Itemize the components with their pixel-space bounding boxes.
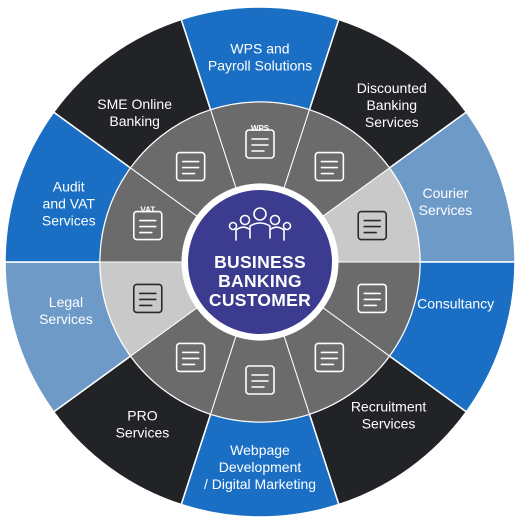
laptop-bank-icon: [175, 151, 206, 182]
segment-5-label-line-0: Webpage: [230, 442, 290, 458]
segment-9-label-line-1: Banking: [109, 113, 160, 129]
outer-ring: [4, 6, 516, 518]
segment-8-label-line-0: Audit: [53, 179, 85, 195]
segment-0-label-line-1: Payroll Solutions: [208, 58, 312, 74]
segment-2-label-line-1: Services: [419, 202, 473, 218]
segment-2-label-line-0: Courier: [423, 185, 469, 201]
vat-document-icon: VAT: [132, 206, 163, 241]
segment-7-label-line-1: Services: [39, 311, 93, 327]
segment-5-label-line-1: Development: [219, 459, 302, 475]
monitor-megaphone-icon: [245, 365, 275, 395]
segment-4-label-line-1: Services: [362, 416, 416, 432]
segment-5-label-line-2: / Digital Marketing: [204, 476, 316, 492]
center-title-line-2: BANKING: [218, 271, 302, 291]
segment-9-label-line-0: SME Online: [97, 96, 172, 112]
segment-8-label-line-2: Services: [42, 213, 96, 229]
graduate-head-icon: [175, 342, 206, 373]
segment-4-label-line-0: Recruitment: [351, 399, 427, 415]
customers-group-icon: [228, 207, 292, 241]
segment-7-label-line-0: Legal: [49, 294, 83, 310]
legal-document-icon: [132, 283, 163, 314]
segment-0-label-line-0: WPS and: [230, 41, 289, 57]
center-circle: [188, 190, 332, 334]
parcel-hand-icon: [357, 210, 388, 241]
segment-6-label-line-1: Services: [116, 424, 170, 440]
center-title-line-1: BUSINESS: [214, 252, 306, 272]
inner-ring: [99, 101, 421, 423]
vat-document-icon-text: VAT: [140, 206, 155, 215]
segment-8-label-line-1: and VAT: [43, 196, 96, 212]
service-icons: WPS VAT: [132, 124, 388, 395]
wps-document-icon: WPS: [245, 124, 275, 159]
segment-1-label-line-0: Discounted: [357, 80, 427, 96]
discount-tag-icon: [314, 151, 345, 182]
wps-document-icon-text: WPS: [251, 124, 270, 133]
segment-1-label-line-2: Services: [365, 114, 419, 130]
magnifier-person-icon: [314, 342, 345, 373]
consultation-icon: [357, 283, 388, 314]
center-title-line-3: CUSTOMER: [209, 290, 311, 310]
segment-1-label-line-1: Banking: [366, 97, 417, 113]
segment-3-label-line-0: Consultancy: [417, 296, 494, 312]
segment-6-label-line-0: PRO: [127, 407, 157, 423]
